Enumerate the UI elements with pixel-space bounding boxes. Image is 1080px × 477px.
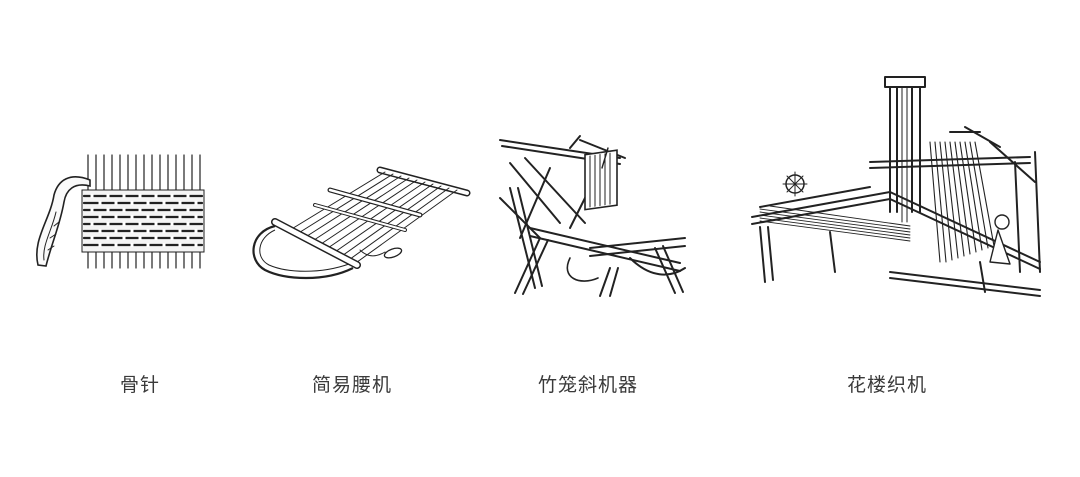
warp-threads: [759, 205, 911, 242]
caption-bone-needle: 骨针: [119, 374, 161, 396]
drawloom-illustration: [740, 72, 1050, 302]
bone-needle-icon: [36, 176, 91, 267]
woven-cloth: [81, 189, 205, 253]
caption-bamboo-cage-loom: 竹笼斜机器: [537, 374, 639, 396]
weaver-figure: [989, 214, 1011, 265]
warp-beam: [376, 166, 471, 197]
thread-shuttle-icon: [359, 247, 403, 259]
gear-wheel-icon: [782, 171, 808, 197]
upper-frame: [869, 126, 1041, 273]
waist-strap: [252, 224, 354, 280]
warp-heddle-block: [584, 149, 618, 211]
loom-bed: [751, 186, 1041, 297]
heddle-rods: [313, 187, 423, 232]
bamboo-cage-loom-illustration: [490, 128, 700, 298]
harness-cords: [929, 141, 995, 263]
bone-needle-illustration: [30, 150, 210, 275]
warp-threads: [289, 171, 458, 266]
cloth-beam: [271, 218, 361, 269]
caption-simple-waist-loom: 简易腰机: [311, 374, 393, 396]
treadle-strap: [566, 257, 599, 282]
simple-waist-loom-illustration: [245, 160, 475, 290]
caption-drawloom: 花楼织机: [846, 374, 928, 396]
